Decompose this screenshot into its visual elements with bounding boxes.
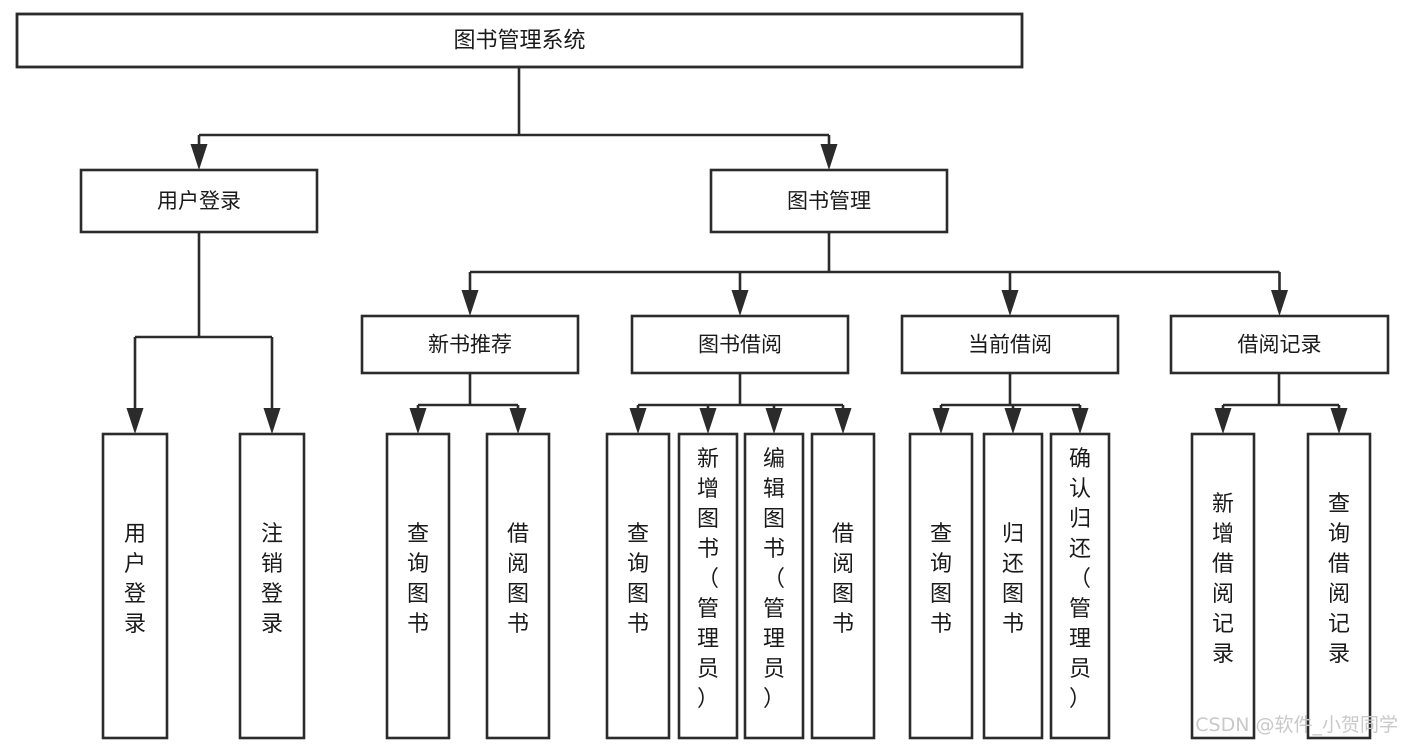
arrow-head-icon [765, 408, 783, 434]
node-label-leaf-user-login: 用户登录 [124, 522, 146, 637]
node-box-leaf-return-book[interactable] [982, 432, 1044, 740]
node-leaf-add-book[interactable]: 新增图书（管理员） [677, 432, 739, 740]
node-box-leaf-add-record[interactable] [1190, 432, 1256, 740]
node-box-leaf-confirm-return[interactable] [1049, 432, 1111, 740]
node-box-leaf-query-record[interactable] [1306, 432, 1372, 740]
node-box-book-borrow[interactable] [630, 314, 850, 375]
connector-edge-root-split [190, 67, 838, 170]
node-box-leaf-borrow-book-1[interactable] [485, 432, 551, 740]
connector-edge-bookborrow-split [629, 373, 852, 434]
node-box-user-login[interactable] [79, 168, 319, 234]
node-label-leaf-edit-book: 编辑图书（管理员） [763, 447, 785, 712]
node-book-borrow[interactable]: 图书借阅 [630, 314, 850, 375]
watermark-layer: CSDN @软件_小贺同学 [1195, 714, 1398, 736]
arrow-head-icon [932, 408, 950, 434]
arrow-head-icon [1214, 408, 1232, 434]
node-label-leaf-confirm-return: 确认归还（管理员） [1069, 447, 1091, 712]
node-box-root[interactable] [15, 12, 1024, 69]
node-label-book-borrow: 图书借阅 [698, 333, 782, 357]
node-box-book-manage[interactable] [709, 168, 949, 234]
arrow-head-icon [263, 408, 281, 434]
arrow-head-icon [834, 408, 852, 434]
connector-edge-currentborrow-split [932, 373, 1089, 434]
node-label-new-book-rec: 新书推荐 [428, 333, 512, 357]
node-box-leaf-query-book-2[interactable] [605, 432, 671, 740]
node-box-leaf-query-book-3[interactable] [908, 432, 974, 740]
node-box-leaf-borrow-book-2[interactable] [810, 432, 876, 740]
node-label-borrow-record: 借阅记录 [1238, 333, 1322, 357]
connector-edge-userlogin-split [126, 232, 281, 434]
node-box-leaf-edit-book[interactable] [743, 432, 805, 740]
node-label-root: 图书管理系统 [453, 29, 585, 54]
node-box-leaf-user-logout[interactable] [238, 432, 306, 740]
connector-edge-borrowrecord-split [1214, 373, 1348, 434]
arrow-head-icon [699, 408, 717, 434]
node-box-leaf-add-book[interactable] [677, 432, 739, 740]
node-leaf-return-book[interactable]: 归还图书 [982, 432, 1044, 740]
node-label-leaf-add-record: 新增借阅记录 [1212, 492, 1234, 667]
node-user-login[interactable]: 用户登录 [79, 168, 319, 234]
arrow-head-icon [629, 408, 647, 434]
arrow-head-icon [1001, 290, 1019, 316]
csdn-watermark: CSDN @软件_小贺同学 [1195, 714, 1398, 736]
arrow-head-icon [820, 144, 838, 170]
node-box-new-book-rec[interactable] [360, 314, 580, 375]
node-box-leaf-query-book-1[interactable] [385, 432, 451, 740]
node-leaf-query-book-3[interactable]: 查询图书 [908, 432, 974, 740]
arrow-head-icon [1271, 290, 1288, 316]
arrow-head-icon [1004, 408, 1022, 434]
node-leaf-confirm-return[interactable]: 确认归还（管理员） [1049, 432, 1111, 740]
arrow-head-icon [461, 290, 479, 316]
node-current-borrow[interactable]: 当前借阅 [900, 314, 1120, 375]
arrow-head-icon [126, 408, 144, 434]
node-label-leaf-query-book-2: 查询图书 [627, 522, 649, 637]
node-label-leaf-query-book-3: 查询图书 [930, 522, 952, 637]
arrow-head-icon [1330, 408, 1348, 434]
node-layer: 图书管理系统用户登录图书管理新书推荐图书借阅当前借阅借阅记录用户登录注销登录查询… [15, 12, 1390, 740]
node-label-leaf-query-record: 查询借阅记录 [1328, 492, 1350, 667]
node-box-leaf-user-login[interactable] [101, 432, 169, 740]
node-leaf-add-record[interactable]: 新增借阅记录 [1190, 432, 1256, 740]
node-label-book-manage: 图书管理 [787, 189, 871, 213]
node-label-leaf-borrow-book-2: 借阅图书 [832, 522, 854, 637]
node-leaf-query-book-1[interactable]: 查询图书 [385, 432, 451, 740]
node-leaf-query-record[interactable]: 查询借阅记录 [1306, 432, 1372, 740]
arrow-head-icon [731, 290, 749, 316]
node-label-user-login: 用户登录 [157, 189, 241, 213]
node-label-leaf-query-book-1: 查询图书 [407, 522, 429, 637]
arrow-head-icon [409, 408, 427, 434]
node-leaf-query-book-2[interactable]: 查询图书 [605, 432, 671, 740]
node-new-book-rec[interactable]: 新书推荐 [360, 314, 580, 375]
node-borrow-record[interactable]: 借阅记录 [1169, 314, 1390, 375]
node-label-leaf-add-book: 新增图书（管理员） [697, 447, 719, 712]
connector-edge-newbook-split [409, 373, 527, 434]
arrow-head-icon [190, 144, 208, 170]
arrow-head-icon [509, 408, 527, 434]
node-label-leaf-user-logout: 注销登录 [261, 522, 283, 637]
node-book-manage[interactable]: 图书管理 [709, 168, 949, 234]
node-box-current-borrow[interactable] [900, 314, 1120, 375]
node-box-borrow-record[interactable] [1169, 314, 1390, 375]
node-label-leaf-return-book: 归还图书 [1002, 522, 1024, 637]
node-leaf-borrow-book-2[interactable]: 借阅图书 [810, 432, 876, 740]
node-leaf-user-logout[interactable]: 注销登录 [238, 432, 306, 740]
node-root[interactable]: 图书管理系统 [15, 12, 1024, 69]
connector-layer [126, 67, 1348, 434]
node-label-current-borrow: 当前借阅 [968, 333, 1052, 357]
node-leaf-borrow-book-1[interactable]: 借阅图书 [485, 432, 551, 740]
node-leaf-edit-book[interactable]: 编辑图书（管理员） [743, 432, 805, 740]
arrow-head-icon [1071, 408, 1089, 434]
node-leaf-user-login[interactable]: 用户登录 [101, 432, 169, 740]
node-label-leaf-borrow-book-1: 借阅图书 [507, 522, 529, 637]
connector-edge-bookmanage-split [461, 232, 1288, 316]
